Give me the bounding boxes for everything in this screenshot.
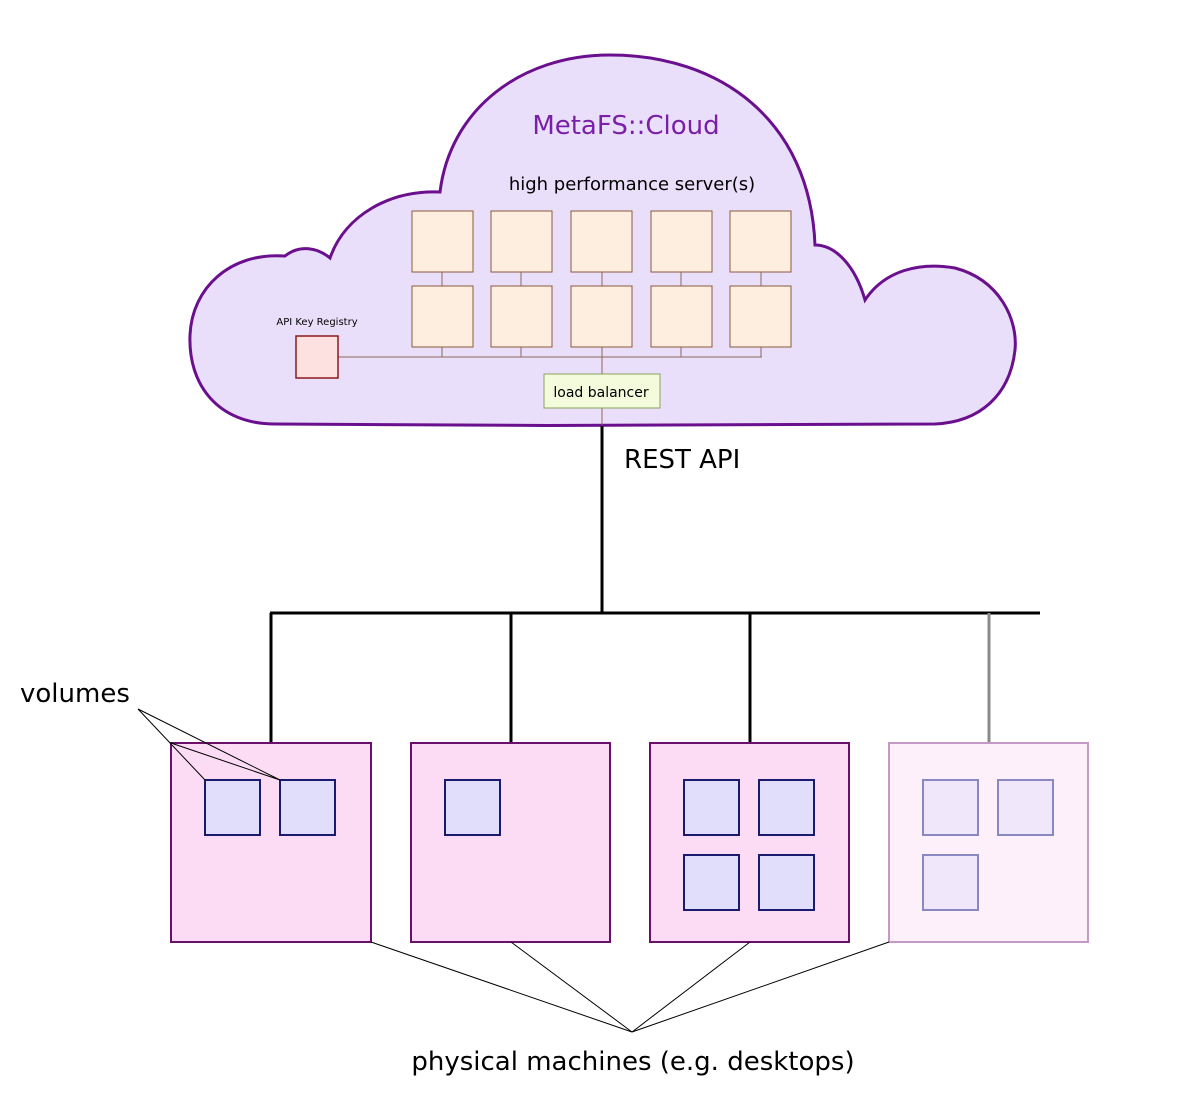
machine-1 [170, 742, 372, 943]
network-lines [269, 426, 1040, 743]
machine-box [170, 742, 372, 943]
volume-box [683, 779, 740, 836]
machine-box [888, 742, 1089, 943]
server-box [411, 210, 474, 273]
machine-3 [649, 742, 850, 943]
volume-box [922, 779, 979, 836]
server-box [570, 210, 633, 273]
volume-box [758, 854, 815, 911]
machine-4-faded [888, 742, 1089, 943]
machine-2 [410, 742, 611, 943]
load-balancer-label: load balancer [553, 385, 648, 401]
volume-box [997, 779, 1054, 836]
volume-box [204, 779, 261, 836]
volume-box [444, 779, 501, 836]
api-key-registry-box [295, 335, 339, 379]
volume-box [279, 779, 336, 836]
machine-box [410, 742, 611, 943]
volumes-label: volumes [20, 679, 130, 709]
cloud-wiring [338, 272, 762, 425]
server-box [490, 285, 553, 348]
server-box [570, 285, 633, 348]
server-box [411, 285, 474, 348]
server-box [490, 210, 553, 273]
servers-label: high performance server(s) [509, 174, 755, 195]
cloud-title: MetaFS::Cloud [532, 111, 719, 141]
rest-api-label: REST API [624, 445, 740, 475]
volume-box [683, 854, 740, 911]
volume-box [758, 779, 815, 836]
server-box [650, 210, 713, 273]
server-box [650, 285, 713, 348]
machines-label: physical machines (e.g. desktops) [411, 1047, 854, 1077]
machines-callout-lines [370, 941, 890, 1033]
server-grid [411, 210, 792, 348]
volume-box [922, 854, 979, 911]
machine-box [649, 742, 850, 943]
registry-label: API Key Registry [276, 317, 357, 328]
volumes-callout-lines [137, 708, 281, 781]
server-box [729, 285, 792, 348]
load-balancer-box [543, 373, 661, 409]
server-box [729, 210, 792, 273]
